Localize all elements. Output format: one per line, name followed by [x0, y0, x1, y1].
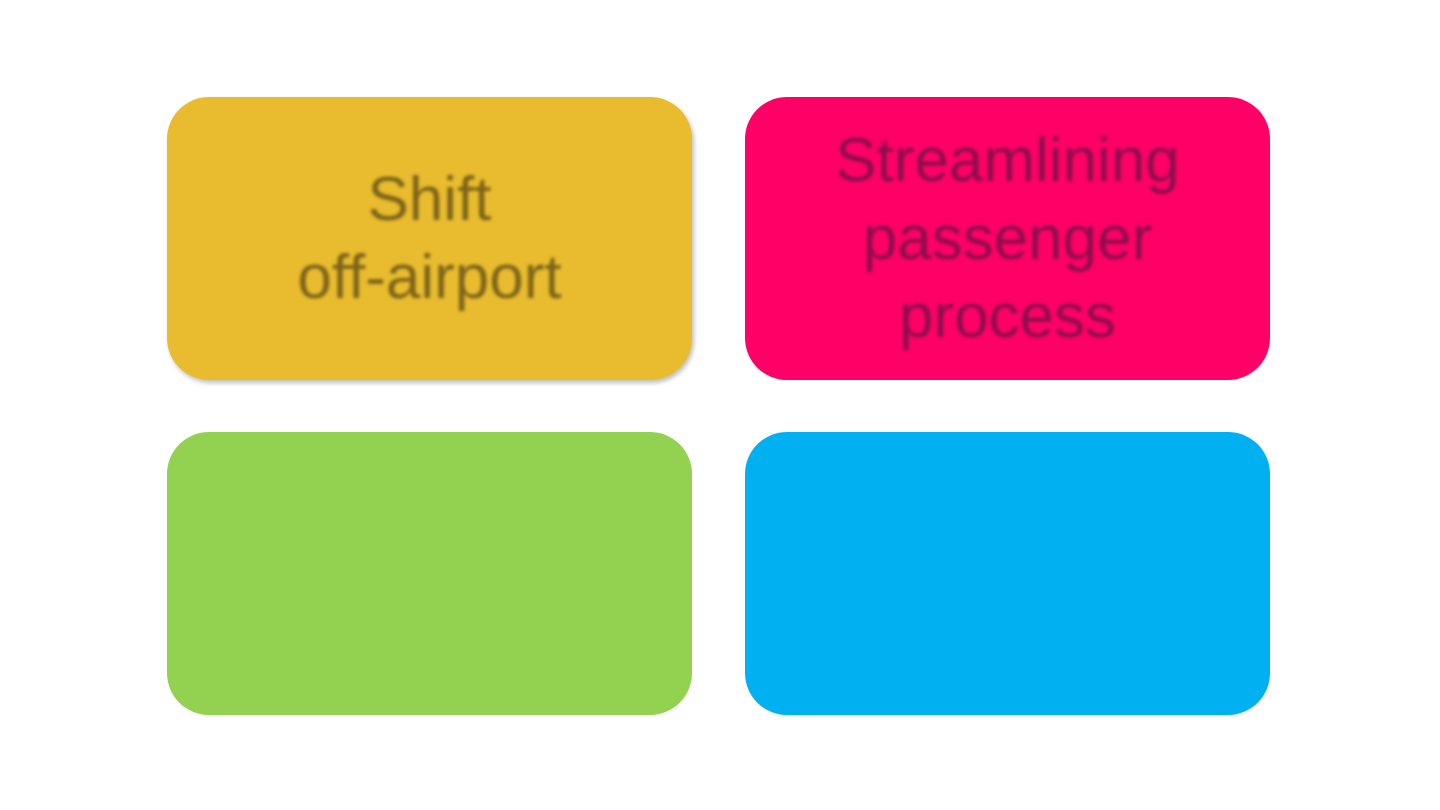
- tile-label-line: off-airport: [297, 242, 562, 312]
- tile-streamlining-passenger-process: Streamlining passenger process: [745, 97, 1270, 380]
- tile-label-line: passenger: [862, 203, 1153, 273]
- tile-blue-empty: [745, 432, 1270, 715]
- tile-label: Shift off-airport: [297, 161, 561, 317]
- tile-label-line: Shift: [367, 164, 492, 234]
- tile-label-line: process: [898, 281, 1117, 351]
- tile-label: Streamlining passenger process: [835, 122, 1180, 356]
- tile-label-line: Streamlining: [835, 125, 1180, 195]
- tile-shift-off-airport: Shift off-airport: [167, 97, 692, 380]
- tile-green-empty: [167, 432, 692, 715]
